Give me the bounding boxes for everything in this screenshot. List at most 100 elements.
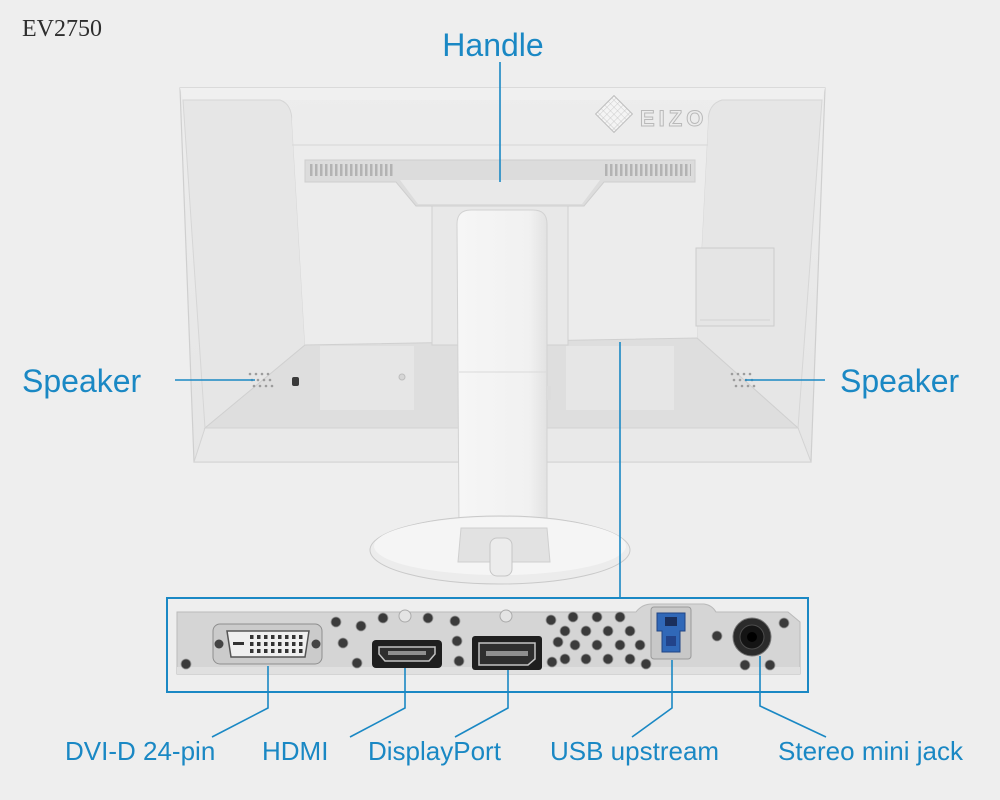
eizo-logo-text: EIZO: [640, 106, 707, 131]
handle-label: Handle: [442, 27, 543, 63]
usb-port-icon: [650, 606, 692, 660]
usb-label: USB upstream: [550, 736, 719, 766]
handle-vent-right: [605, 164, 691, 176]
port-detail-frame: [166, 597, 809, 693]
vent-hole: [640, 658, 652, 670]
dvi-label: DVI-D 24-pin: [65, 736, 215, 766]
dvi-pin: [250, 635, 254, 639]
dvi-blade: [233, 642, 244, 645]
panel-marker: [398, 609, 412, 623]
handle-grip: [400, 180, 600, 204]
audio-jack-hole: [747, 632, 757, 642]
dvi-pin: [271, 642, 275, 646]
eizo-emblem-icon: [594, 94, 634, 134]
dvi-pin: [285, 649, 289, 653]
speaker-grille-dot: [740, 384, 744, 388]
displayport-label: DisplayPort: [368, 736, 502, 766]
speaker-grille-dot: [262, 378, 266, 382]
speaker-grille-dot: [258, 384, 262, 388]
vent-hole: [552, 636, 564, 648]
usb-insert: [656, 612, 686, 653]
speaker-grille-dot: [730, 372, 734, 376]
speaker-grille-dot: [254, 372, 258, 376]
usb-leader-line: [631, 660, 673, 738]
vent-hole: [355, 620, 367, 632]
dvi-pin: [278, 649, 282, 653]
vent-hole: [422, 612, 434, 624]
speaker-grille-dot: [734, 384, 738, 388]
vent-hole: [739, 659, 751, 671]
rear-screw: [398, 373, 406, 381]
vent-hole: [580, 625, 592, 637]
vent-hole: [351, 657, 363, 669]
dvi-leader-line: [211, 666, 269, 738]
dvi-pin: [250, 642, 254, 646]
stand-neck: [456, 209, 548, 531]
vent-hole: [449, 615, 461, 627]
vent-hole: [559, 653, 571, 665]
speaker-grille-dot: [264, 384, 268, 388]
vent-hole: [591, 639, 603, 651]
dvi-pin: [299, 649, 303, 653]
model-name: EV2750: [22, 16, 102, 42]
lower-recess-left-plate: [320, 346, 414, 410]
left-side-panel: [182, 99, 306, 430]
vent-hole: [602, 653, 614, 665]
dvi-pin: [264, 635, 268, 639]
speaker-grille-dot: [252, 384, 256, 388]
vent-hole: [330, 616, 342, 628]
vent-hole: [569, 639, 581, 651]
dvi-pin: [250, 649, 254, 653]
vent-hole: [624, 625, 636, 637]
hdmi-leader-line: [349, 668, 406, 738]
speaker-left-label: Speaker: [22, 363, 142, 399]
speaker-grille-dot: [248, 372, 252, 376]
security-slot: [292, 377, 299, 386]
speaker-grille-dot: [266, 372, 270, 376]
speaker-grille-dot: [736, 372, 740, 376]
displayport-tongue: [486, 651, 528, 656]
vent-hole: [377, 612, 389, 624]
dvi-pins: [233, 635, 303, 653]
vent-hole: [602, 625, 614, 637]
usb-slot: [665, 617, 677, 626]
audio-jack-leader-line: [759, 656, 827, 738]
speaker-grille-dot: [256, 378, 260, 382]
dvi-pin: [257, 649, 261, 653]
eizo-logo: EIZO: [594, 94, 707, 134]
dvi-pin: [285, 642, 289, 646]
dvi-pin: [271, 649, 275, 653]
speaker-grille-dot: [268, 378, 272, 382]
vent-hole: [567, 611, 579, 623]
speaker-grille-dot: [270, 384, 274, 388]
vent-hole: [180, 658, 192, 670]
dvi-pin: [278, 642, 282, 646]
handle-vent-left: [309, 164, 395, 176]
vent-holes: [180, 611, 790, 671]
displayport-port-icon: [472, 636, 542, 670]
speaker-right-label: Speaker: [840, 363, 960, 399]
vent-hole: [580, 653, 592, 665]
dvi-port-icon: [212, 623, 323, 665]
dvi-screw: [311, 639, 321, 649]
port-panel-bottom-edge: [177, 667, 800, 674]
vent-hole: [764, 659, 776, 671]
top-lip: [180, 88, 825, 100]
dvi-pin: [264, 642, 268, 646]
dvi-pin: [264, 649, 268, 653]
dvi-pin: [257, 642, 261, 646]
dvi-pin: [271, 635, 275, 639]
usb-slot: [666, 636, 676, 646]
dvi-screw: [214, 639, 224, 649]
vent-hole: [559, 625, 571, 637]
hdmi-tongue: [388, 651, 426, 655]
vent-hole: [546, 656, 558, 668]
panel-marker: [499, 609, 513, 623]
vent-hole: [614, 639, 626, 651]
vent-hole: [634, 639, 646, 651]
speaker-grille-dot: [752, 384, 756, 388]
side-cover: [695, 247, 775, 327]
hdmi-port-icon: [372, 640, 442, 668]
vent-hole: [614, 611, 626, 623]
